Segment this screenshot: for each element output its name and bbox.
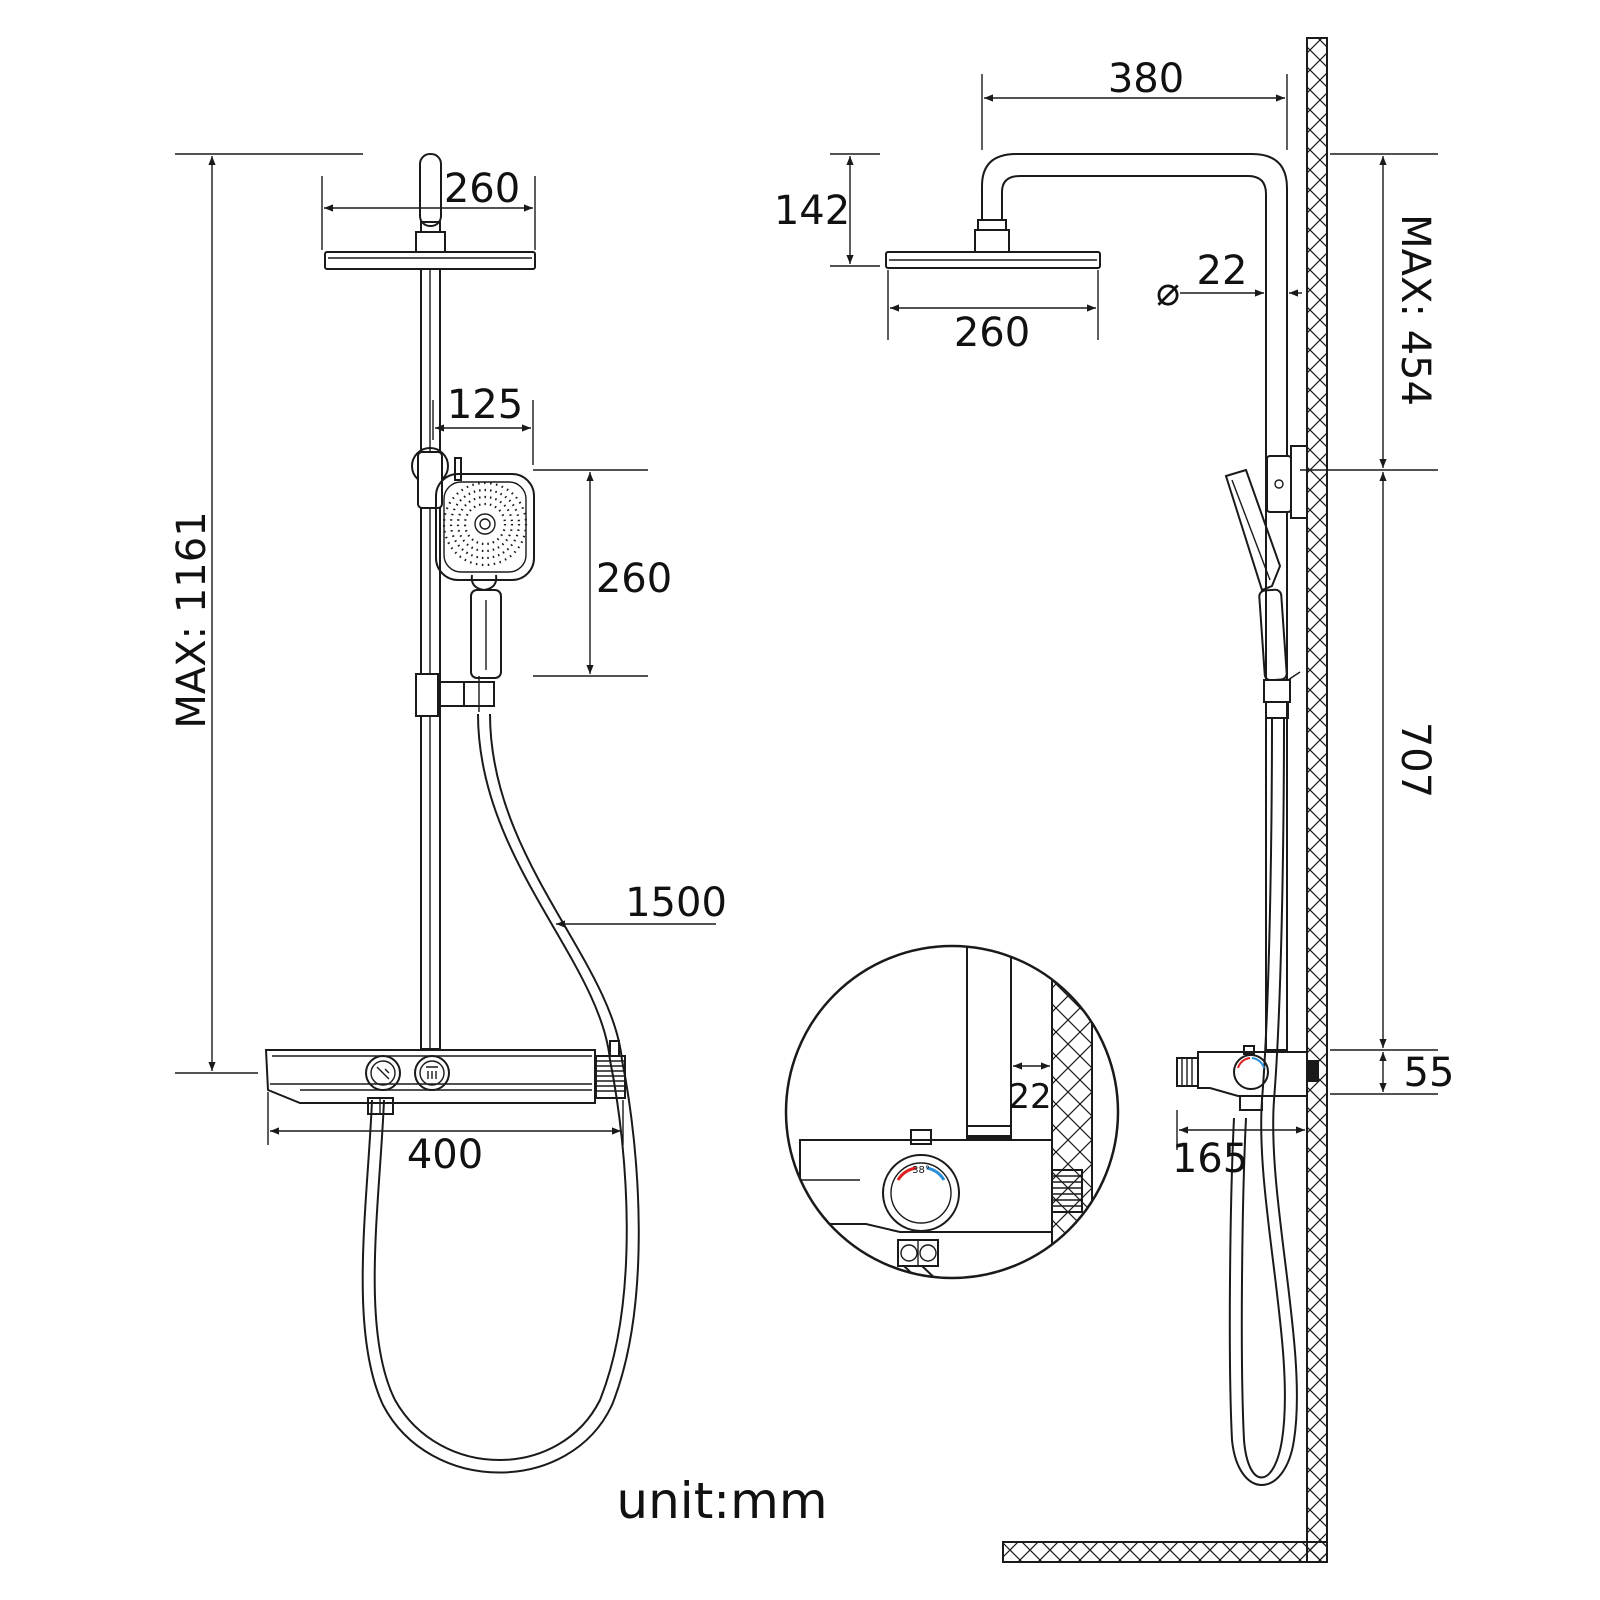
- side-bottom-outlet: [1239, 1095, 1263, 1111]
- detail-wall-inlet: [1051, 1169, 1083, 1213]
- lower-height-label: 707: [1392, 722, 1438, 798]
- front-hose-inner: [361, 713, 640, 1474]
- slide-bracket: [415, 673, 439, 717]
- detail-dial-hot-arc: [896, 1166, 917, 1181]
- side-head-width-label: 260: [954, 310, 1030, 356]
- detail-view: 38° 22: [784, 944, 1120, 1280]
- detail-riser-pipe: [966, 946, 1012, 1137]
- overall-height-label: MAX: 1161: [169, 511, 215, 728]
- floor-section: [1002, 1541, 1328, 1563]
- upper-height-label: MAX: 454: [1392, 214, 1438, 406]
- diameter-symbol: ⌀: [1156, 269, 1180, 315]
- head-connector: [415, 231, 446, 253]
- side-hose-outer: [1240, 717, 1286, 1479]
- detail-dial-cold-arc: [926, 1166, 946, 1181]
- detail-gap-label: 22: [1008, 1077, 1051, 1117]
- shelf-body: [264, 1049, 596, 1104]
- front-hose-outer: [373, 713, 628, 1461]
- overhead-arm-outer: [981, 153, 1288, 470]
- side-hose-inner: [1228, 717, 1298, 1486]
- side-wall-inlet: [1307, 1060, 1319, 1082]
- side-wall-bracket-top: [1266, 455, 1292, 513]
- side-dial-cold-arc: [1251, 1057, 1265, 1069]
- overhead-arm-inner: [1001, 175, 1267, 470]
- side-handshower-head: [1224, 468, 1282, 592]
- side-thermostat-body: [1197, 1051, 1308, 1097]
- detail-temperature-dial: [882, 1154, 960, 1232]
- side-slide-bracket: [1263, 679, 1291, 703]
- side-head-connector: [974, 229, 1010, 253]
- wall-section: [1306, 37, 1328, 1563]
- knob-knurl-front: [596, 1060, 625, 1092]
- handshower-width-label: 125: [447, 382, 523, 428]
- valve-height-label: 55: [1404, 1050, 1455, 1096]
- detail-hose-a: [903, 1265, 941, 1278]
- shelf-width-label: 400: [407, 1132, 483, 1178]
- handshower-neck: [470, 574, 498, 592]
- unit-label: unit:mm: [616, 1472, 827, 1530]
- handshower-head: [435, 473, 535, 581]
- overhead-shower-head: [324, 251, 536, 270]
- handshower-height-label: 260: [596, 556, 672, 602]
- side-wall-plate-top: [1290, 445, 1308, 519]
- detail-circle: [784, 944, 1120, 1280]
- handshower-nozzle-pattern: [442, 481, 528, 567]
- side-handshower-handle: [1258, 588, 1288, 682]
- head-width-label: 260: [444, 166, 520, 212]
- valve-depth-label: 165: [1172, 1136, 1248, 1182]
- handshower-handle: [470, 589, 502, 679]
- side-temperature-dial: [1233, 1054, 1269, 1090]
- detail-hose-b: [921, 1265, 959, 1278]
- detail-temp-mark: 38°: [912, 1165, 930, 1176]
- side-overhead-shower-head: [885, 251, 1101, 269]
- front-view: MAX: 1161 260 125: [169, 153, 727, 1474]
- detail-wall: [1051, 946, 1093, 1278]
- head-drop-label: 142: [774, 188, 850, 234]
- diverter-button-overhead: [414, 1055, 450, 1091]
- arm-reach-label: 380: [1108, 56, 1184, 102]
- pipe-diameter-label: 22: [1197, 248, 1248, 294]
- riser-top-arm: [419, 153, 442, 227]
- hose-length-label: 1500: [625, 880, 727, 926]
- side-view: 380 142 260 ⌀ 22: [774, 37, 1455, 1563]
- side-dial-hot-arc: [1237, 1057, 1251, 1069]
- diverter-button-handshower: [365, 1055, 401, 1091]
- holder-clamp: [417, 451, 443, 509]
